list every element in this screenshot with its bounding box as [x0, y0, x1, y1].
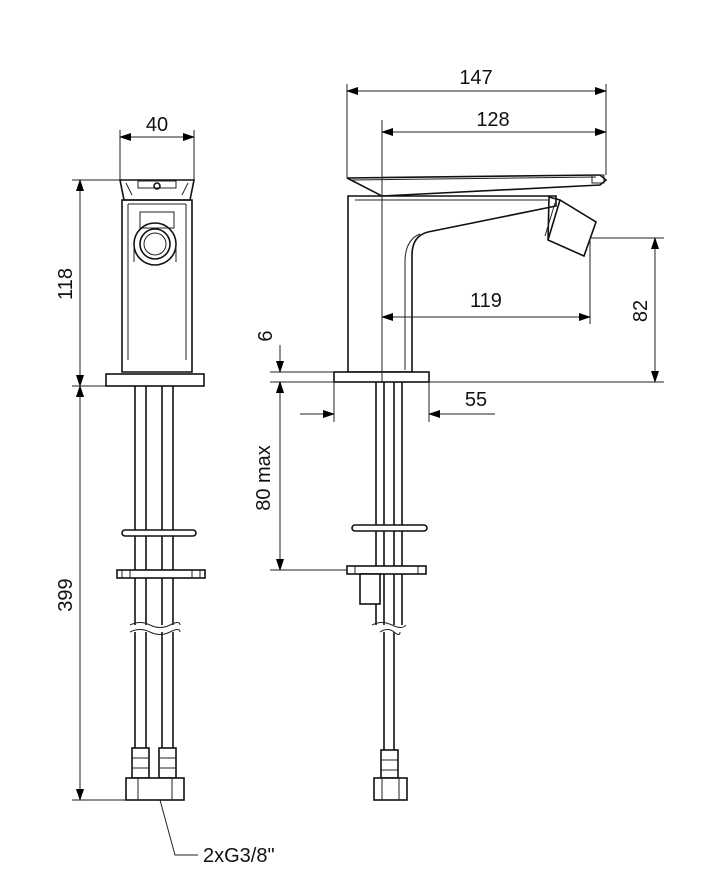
dim-deck-thickness-label: 80 max [253, 445, 275, 511]
dim-spout-reach-top: 128 [381, 109, 607, 136]
side-hoses [346, 382, 428, 801]
dim-spout-reach-top-label: 128 [476, 109, 509, 131]
dim-plate-thickness: 6 [255, 330, 334, 408]
dim-outlet-height-label: 82 [630, 300, 652, 322]
dim-hose-length: 399 [55, 385, 126, 801]
front-hoses [116, 386, 206, 801]
dim-front-height-label: 118 [55, 268, 77, 300]
dim-spout-reach-label: 119 [470, 290, 502, 312]
dim-front-height: 118 [55, 179, 120, 387]
dim-base-diameter: 55 [300, 382, 495, 422]
front-view [105, 179, 206, 801]
dim-overall-length-label: 147 [459, 67, 492, 89]
dim-outlet-height: 82 [429, 237, 664, 383]
connection-leader: 2xG3/8" [159, 799, 275, 867]
dim-hose-length-label: 399 [55, 578, 77, 611]
dim-front-width: 40 [119, 114, 195, 180]
dim-overall-length: 147 [346, 67, 607, 178]
dim-plate-thickness-label: 6 [255, 330, 277, 341]
side-view [333, 130, 608, 801]
connection-label: 2xG3/8" [203, 845, 275, 867]
dim-base-diameter-label: 55 [465, 389, 487, 411]
dim-deck-thickness: 80 max [253, 381, 347, 571]
dim-front-width-label: 40 [146, 114, 168, 136]
dim-spout-reach: 119 [381, 238, 591, 324]
